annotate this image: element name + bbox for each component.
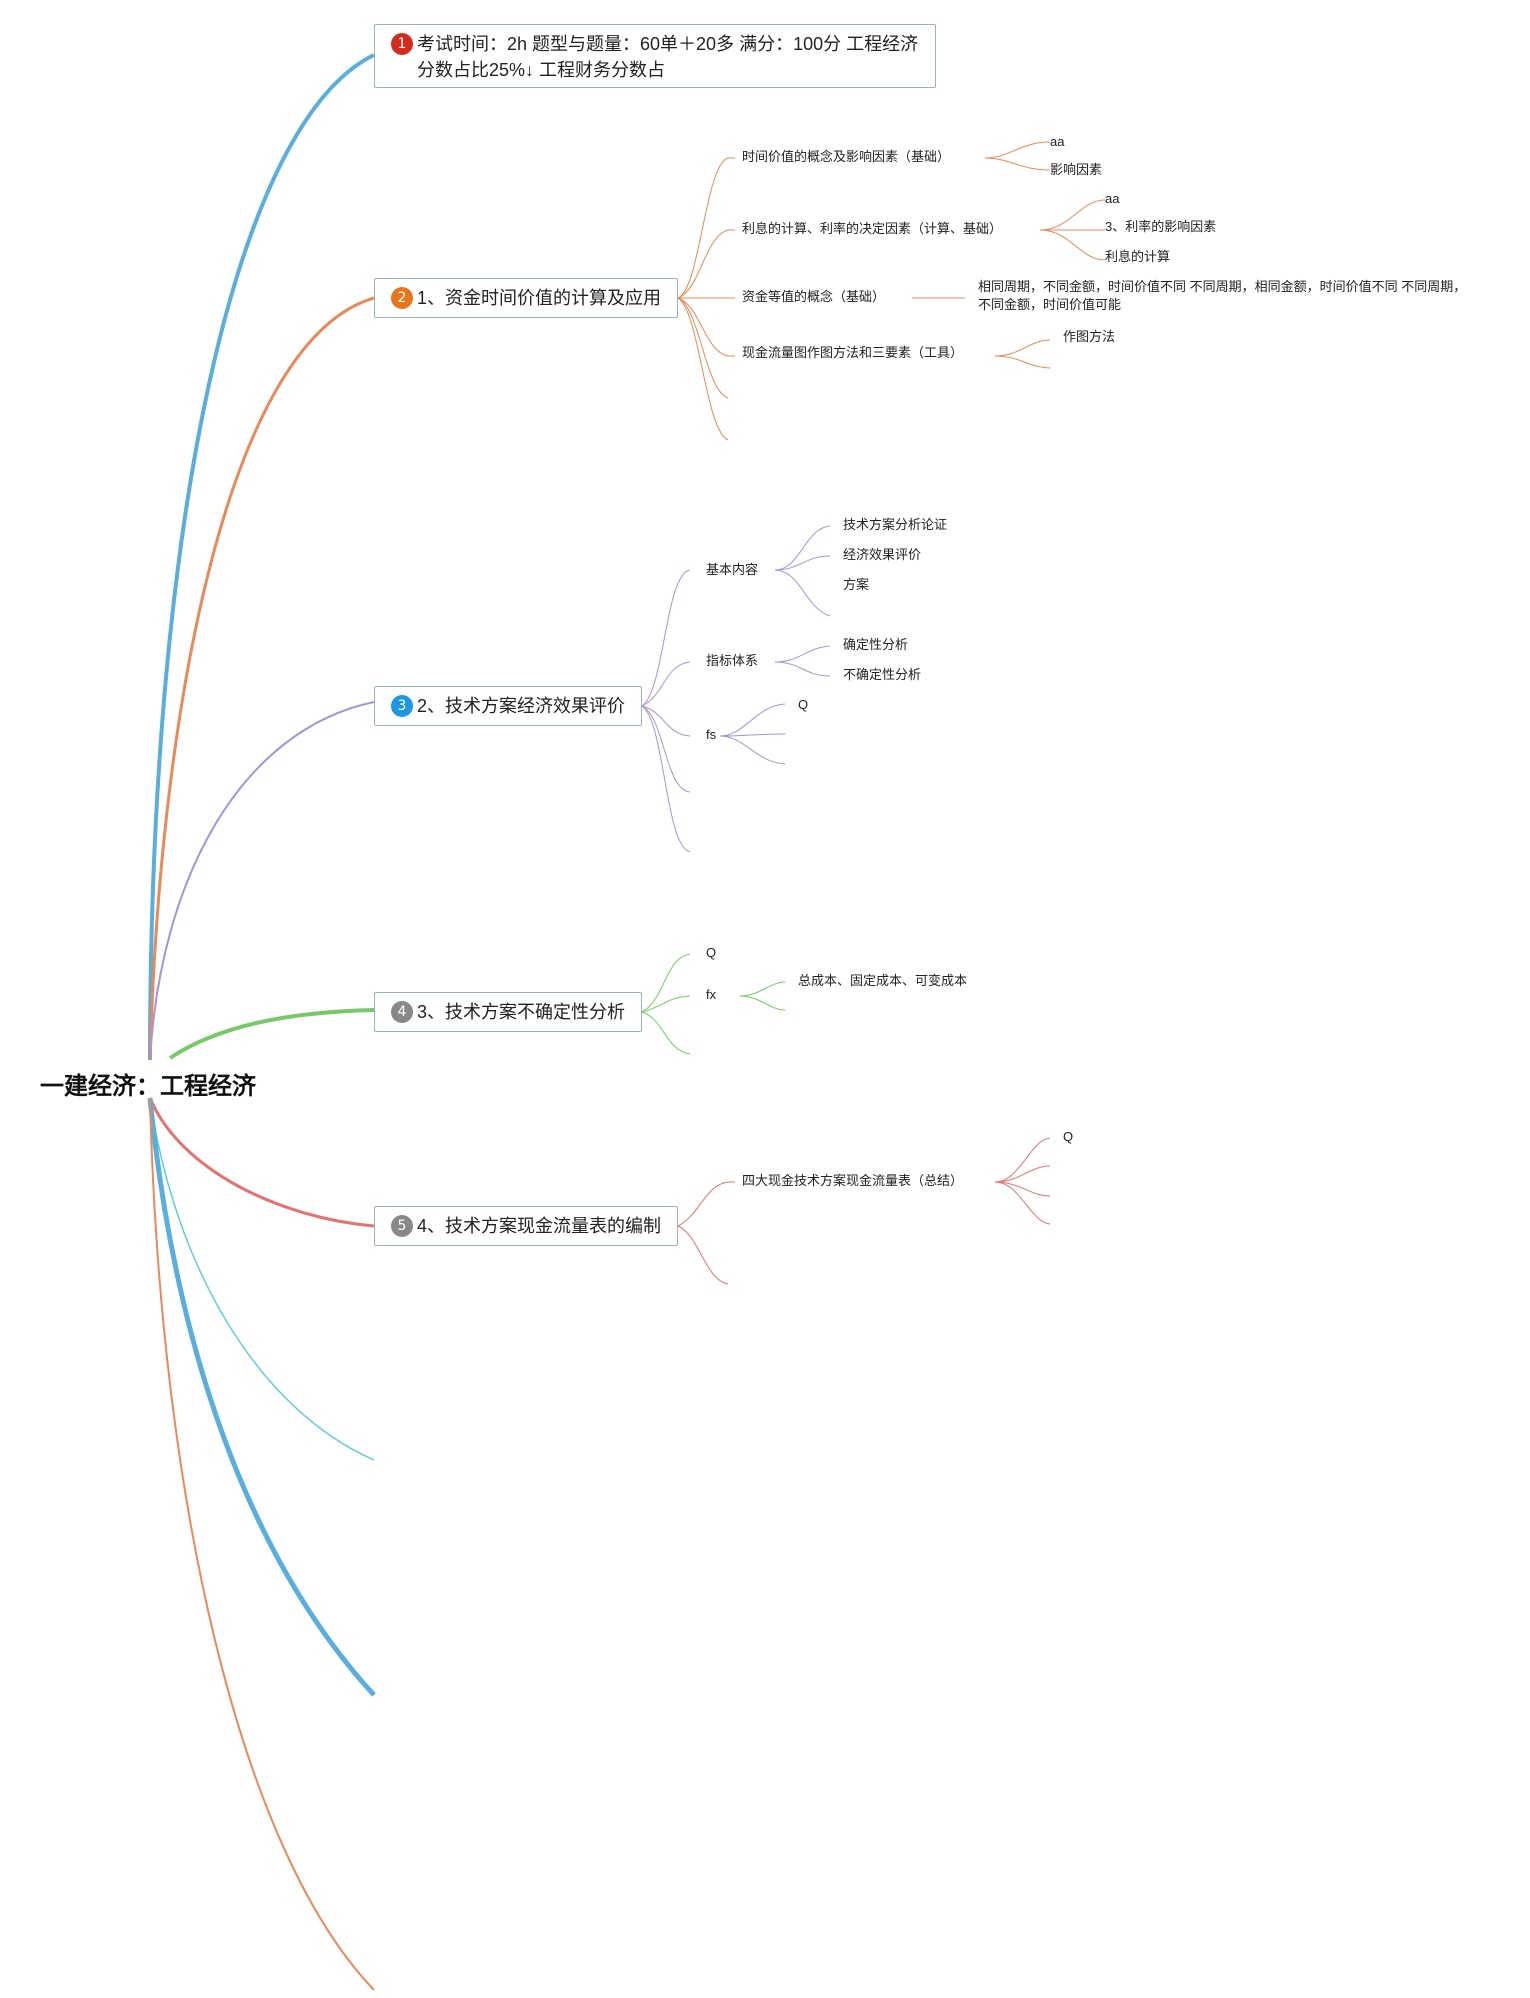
topic-2-time-value[interactable]: 2 1、资金时间价值的计算及应用 — [374, 278, 678, 318]
badge-number-2: 2 — [391, 287, 413, 309]
branch-topic-3 — [149, 701, 375, 1061]
t4-subtopic-1[interactable]: Q — [706, 945, 717, 960]
t3-c3-child-1[interactable]: Q — [798, 697, 809, 712]
t3-c1-child-1[interactable]: 技术方案分析论证 — [843, 517, 948, 532]
root-topic[interactable]: 一建经济：工程经济 — [40, 1073, 256, 1100]
t2-connectors — [677, 141, 1106, 441]
topic-1-label: 考试时间：2h 题型与题量：60单＋20多 满分：100分 工程经济分数占比25… — [417, 34, 919, 80]
branch-empty-teal — [149, 1097, 375, 1461]
t2-c2-child-1[interactable]: aa — [1105, 191, 1120, 206]
branch-empty-orange — [149, 1097, 375, 1991]
t3-c2-child-2[interactable]: 不确定性分析 — [843, 667, 922, 682]
t3-subtopic-2[interactable]: 指标体系 — [706, 653, 759, 668]
t2-subtopic-4[interactable]: 现金流量图作图方法和三要素（工具） — [742, 345, 964, 360]
t5-connectors — [677, 1137, 1051, 1285]
t3-c2-child-1[interactable]: 确定性分析 — [843, 637, 909, 652]
t2-subtopic-3[interactable]: 资金等值的概念（基础） — [742, 289, 886, 304]
t2-c1-child-2[interactable]: 影响因素 — [1050, 162, 1103, 177]
badge-number-3: 3 — [391, 695, 413, 717]
branch-topic-1 — [148, 53, 375, 1061]
topic-5-cashflow-table[interactable]: 5 4、技术方案现金流量表的编制 — [374, 1206, 678, 1246]
branch-topic-5 — [148, 1097, 375, 1228]
topic-3-economic-evaluation[interactable]: 3 2、技术方案经济效果评价 — [374, 686, 642, 726]
t3-c1-child-2[interactable]: 经济效果评价 — [843, 547, 922, 562]
badge-number-1: 1 — [391, 33, 413, 55]
t3-connectors — [641, 525, 831, 853]
topic-2-label: 1、资金时间价值的计算及应用 — [417, 288, 662, 308]
t2-c3-child-note[interactable]: 相同周期，不同金额，时间价值不同 不同周期，相同金额，时间价值不同 不同周期，不… — [978, 279, 1467, 312]
t3-subtopic-1[interactable]: 基本内容 — [706, 562, 759, 577]
t4-subtopic-2[interactable]: fx — [706, 987, 717, 1002]
topic-3-label: 2、技术方案经济效果评价 — [417, 696, 626, 716]
t2-c1-child-1[interactable]: aa — [1050, 134, 1065, 149]
topic-4-label: 3、技术方案不确定性分析 — [417, 1002, 626, 1022]
t3-c1-child-3[interactable]: 方案 — [843, 577, 870, 592]
t2-c2-child-2[interactable]: 3、利率的影响因素 — [1105, 219, 1217, 234]
branch-topic-4 — [168, 1008, 375, 1060]
t2-subtopic-1[interactable]: 时间价值的概念及影响因素（基础） — [742, 149, 951, 164]
badge-number-5: 5 — [391, 1215, 413, 1237]
t2-c2-child-3[interactable]: 利息的计算 — [1105, 249, 1171, 264]
t4-c2-child-1[interactable]: 总成本、固定成本、可变成本 — [798, 973, 968, 988]
t3-subtopic-3[interactable]: fs — [706, 727, 717, 742]
t2-subtopic-2[interactable]: 利息的计算、利率的决定因素（计算、基础） — [742, 221, 1003, 236]
t4-connectors — [641, 953, 786, 1055]
t2-c4-child-1[interactable]: 作图方法 — [1063, 329, 1116, 344]
t5-c1-child-1[interactable]: Q — [1063, 1129, 1074, 1144]
branch-topic-2 — [148, 296, 375, 1061]
t5-subtopic-1[interactable]: 四大现金技术方案现金流量表（总结） — [742, 1173, 964, 1188]
badge-number-4: 4 — [391, 1001, 413, 1023]
topic-4-uncertainty[interactable]: 4 3、技术方案不确定性分析 — [374, 992, 642, 1032]
topic-5-label: 4、技术方案现金流量表的编制 — [417, 1216, 662, 1236]
branch-empty-blue — [147, 1097, 376, 1697]
topic-1-exam-info[interactable]: 1 考试时间：2h 题型与题量：60单＋20多 满分：100分 工程经济分数占比… — [374, 24, 936, 88]
